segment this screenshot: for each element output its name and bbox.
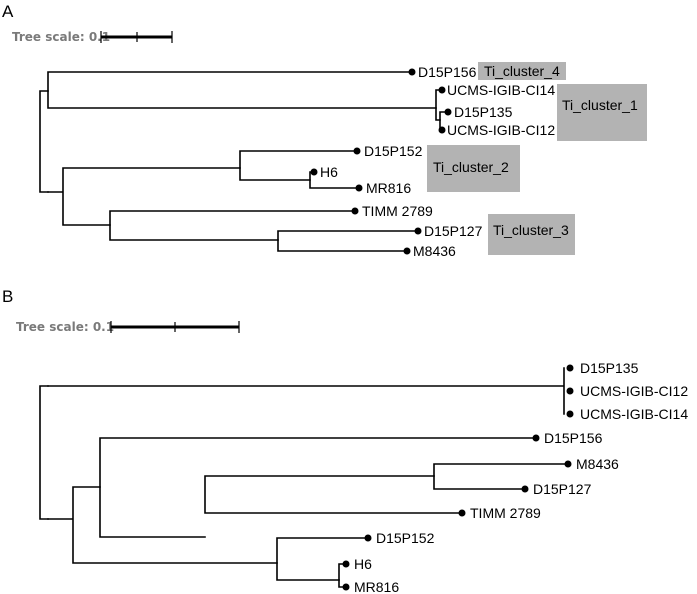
cluster-2-box: Ti_cluster_2 (427, 145, 520, 192)
b-leaf-label: D15P156 (544, 430, 603, 446)
cluster-2-label: Ti_cluster_2 (433, 159, 509, 175)
b-leaf-label: H6 (354, 556, 372, 572)
a-leaf-label: D15P156 (418, 64, 477, 80)
b-leaf-dot-d15p127 (521, 485, 529, 493)
a-leaf-dot-ucms-ci12 (438, 126, 446, 134)
a-leaf-label: TIMM 2789 (362, 203, 433, 219)
panel-b-leaf-labels: D15P135 UCMS-IGIB-CI12 UCMS-IGIB-CI14 D1… (354, 360, 688, 594)
a-leaf-dot-d15p152 (353, 147, 361, 155)
b-leaf-label: D15P152 (376, 530, 435, 546)
panel-a-scale: Tree scale: 0.1 (12, 30, 173, 44)
a-leaf-label: M8436 (413, 243, 456, 259)
a-leaf-dot-timm2789 (351, 207, 359, 215)
a-cluster2-node (239, 150, 358, 181)
cluster-1-label: Ti_cluster_1 (562, 97, 638, 113)
b-leaf-dot-timm2789 (458, 509, 466, 517)
panel-a-leaf-labels: D15P156 UCMS-IGIB-CI14 D15P135 UCMS-IGIB… (320, 64, 555, 259)
panel-b-leaf-dots (342, 364, 574, 591)
a-leaf-label: D15P135 (454, 104, 513, 120)
panel-b-scale-label: Tree scale: 0.1 (16, 320, 114, 334)
a-cluster1-node (435, 89, 443, 121)
a-leaf-label: MR816 (366, 180, 411, 196)
b-d15p152-node (276, 537, 369, 581)
b-m8436-node (433, 463, 569, 490)
panel-b-scale: Tree scale: 0.1 (16, 320, 240, 334)
b-leaf-dot-mr816 (342, 583, 350, 591)
a-leaf-dot-d15p135 (444, 108, 452, 116)
b-root-node (39, 385, 49, 520)
a-lower-clade (47, 167, 241, 226)
a-leaf-dot-m8436 (403, 247, 411, 255)
cluster-4-box: Ti_cluster_4 (478, 62, 566, 80)
a-leaf-label: D15P127 (424, 223, 483, 239)
b-leaf-label: UCMS-IGIB-CI12 (580, 383, 688, 399)
a-leaf-label: UCMS-IGIB-CI12 (447, 122, 555, 138)
a-leaf-dot-d15p156 (408, 68, 416, 76)
b-leaf-dot-d15p152 (364, 534, 372, 542)
b-h6-node (338, 563, 347, 588)
a-leaf-label: D15P152 (364, 143, 423, 159)
b-lower-clade (47, 486, 278, 564)
a-leaf-label: H6 (320, 164, 338, 180)
cluster-2-rect (427, 145, 520, 192)
b-leaf-dot-ucms-ci14 (566, 410, 574, 418)
cluster-3-box: Ti_cluster_3 (488, 214, 575, 255)
b-leaf-label: UCMS-IGIB-CI14 (580, 406, 688, 422)
b-leaf-label: TIMM 2789 (470, 505, 541, 521)
panel-b-tree (39, 367, 569, 588)
b-leaf-label: MR816 (354, 579, 399, 594)
b-leaf-dot-d15p156 (532, 434, 540, 442)
cluster-4-label: Ti_cluster_4 (484, 63, 560, 79)
a-leaf-dot-ucms-ci14 (438, 86, 446, 94)
b-d15p156-node (99, 437, 537, 538)
panel-b-letter: B (2, 287, 13, 306)
b-leaf-label: D15P135 (580, 360, 639, 376)
a-cluster3-node (277, 230, 419, 252)
panel-b: B Tree scale: 0.1 (2, 287, 688, 594)
a-timm-node (109, 210, 356, 241)
panel-a-scale-label: Tree scale: 0.1 (12, 30, 110, 44)
b-leaf-label: D15P127 (533, 481, 592, 497)
a-root-node (39, 90, 49, 193)
a-upper-clade (47, 71, 437, 109)
b-timm-node (204, 475, 463, 514)
cluster-1-box: Ti_cluster_1 (557, 84, 647, 141)
b-leaf-dot-m8436 (564, 460, 572, 468)
b-leaf-dot-d15p135 (566, 364, 574, 372)
panel-a-letter: A (2, 2, 14, 21)
cluster-3-rect (488, 214, 575, 255)
a-leaf-label: UCMS-IGIB-CI14 (447, 82, 555, 98)
b-leaf-dot-ucms-ci12 (566, 387, 574, 395)
panel-a-tree (39, 71, 449, 252)
cluster-1-rect (557, 84, 647, 141)
a-leaf-dot-d15p127 (414, 227, 422, 235)
panel-a-cluster-boxes: Ti_cluster_4 Ti_cluster_1 Ti_cluster_2 T… (427, 62, 647, 255)
cluster-4-rect (478, 62, 566, 80)
panel-a: A Tree scale: 0.1 Ti_cluster_4 Ti_cluste… (2, 2, 647, 259)
panel-a-leaf-dots (310, 68, 452, 255)
b-leaf-dot-h6 (342, 560, 350, 568)
b-leaf-label: M8436 (576, 456, 619, 472)
a-leaf-dot-h6 (310, 168, 318, 176)
b-top-clade (47, 367, 565, 415)
a-leaf-dot-mr816 (355, 184, 363, 192)
cluster-3-label: Ti_cluster_3 (493, 222, 569, 238)
